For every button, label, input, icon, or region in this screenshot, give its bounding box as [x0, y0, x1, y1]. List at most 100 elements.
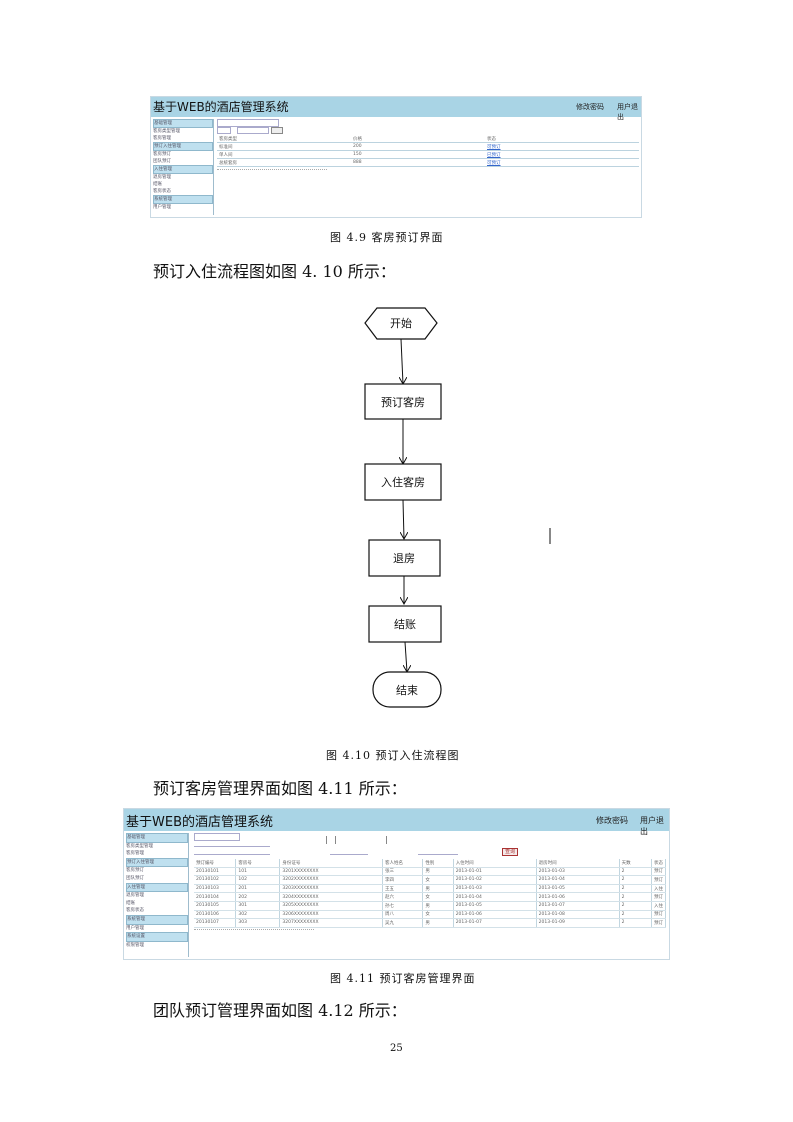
- room-no-field[interactable]: [194, 848, 270, 855]
- table-row[interactable]: 20130105 301 3205XXXXXXXX 孙七 男 2013-01-0…: [194, 901, 666, 911]
- search-button[interactable]: [271, 127, 283, 134]
- main-panel: 查询 预订编号 客房号 身份证号 客人姓名 性别 入住时间 退房时间 天数 状态…: [194, 833, 666, 955]
- table-cell: 张三: [382, 867, 424, 877]
- filter-select[interactable]: [217, 127, 231, 134]
- sidebar-item[interactable]: 用户管理: [153, 205, 171, 210]
- table-row[interactable]: 20130107 303 3207XXXXXXXX 吴九 男 2013-01-0…: [194, 918, 666, 928]
- table-cell: 2013-01-08: [536, 910, 620, 920]
- sidebar-item[interactable]: 权限管理: [126, 942, 144, 948]
- date-picker[interactable]: [326, 836, 336, 844]
- query-button[interactable]: 查询: [502, 848, 518, 856]
- table-cell: 202: [235, 892, 281, 902]
- pager[interactable]: [194, 929, 314, 933]
- sidebar-group[interactable]: 入住管理: [126, 882, 188, 893]
- table-cell: 男: [422, 867, 454, 877]
- sidebar: 基础管理 客房类型管理 客房管理 预订入住管理 客房预订 团队预订 入住管理 退…: [126, 833, 189, 957]
- table-cell: 2013-01-04: [453, 892, 537, 902]
- table-row[interactable]: 20130106 302 3206XXXXXXXX 周八 女 2013-01-0…: [194, 910, 666, 920]
- sidebar-item[interactable]: 客房管理: [126, 851, 144, 857]
- change-password-link[interactable]: 修改密码: [576, 103, 604, 111]
- book-link[interactable]: 可预订: [485, 158, 639, 167]
- sidebar-group[interactable]: 基础管理: [126, 833, 188, 843]
- page-number: 25: [390, 1043, 403, 1054]
- table-cell: 101: [235, 867, 281, 877]
- table-row[interactable]: 20130102 102 3202XXXXXXXX 李四 女 2013-01-0…: [194, 875, 666, 885]
- breadcrumb-box: [217, 119, 279, 127]
- sidebar-item[interactable]: 退房管理: [153, 175, 171, 180]
- table-cell: 20130102: [194, 875, 237, 885]
- intro-figure-4-11: 预订客房管理界面如图 4.11 所示：: [153, 779, 407, 798]
- sidebar-item[interactable]: 客房类型管理: [153, 129, 180, 134]
- change-password-link[interactable]: 修改密码: [596, 816, 628, 825]
- table-cell: 女: [422, 910, 454, 920]
- sidebar-item[interactable]: 退房管理: [126, 893, 144, 899]
- sidebar-group[interactable]: 入住管理: [153, 165, 213, 174]
- sidebar-item[interactable]: 客房状态: [126, 908, 144, 914]
- sidebar-item[interactable]: 客房状态: [153, 189, 171, 194]
- table-cell: 入住时间: [453, 859, 537, 868]
- table-cell: 20130103: [194, 884, 237, 894]
- sidebar-item[interactable]: 客房预订: [153, 152, 171, 157]
- table-cell: 2: [619, 867, 653, 877]
- app-header: 基于WEB的酒店管理系统 修改密码 用户退出: [151, 97, 641, 121]
- book-link[interactable]: 已预订: [485, 150, 639, 159]
- checkin-node: [364, 463, 442, 501]
- intro-figure-4-10: 预订入住流程图如图 4. 10 所示：: [153, 262, 396, 281]
- table-row: 标准间 200 可预订: [217, 142, 639, 151]
- table-row[interactable]: 20130103 201 3203XXXXXXXX 王五 男 2013-01-0…: [194, 884, 666, 894]
- sidebar: 基础管理 客房类型管理 客房管理 预订入住管理 客房预订 团队预订 入住管理 退…: [153, 119, 214, 215]
- logout-link[interactable]: 用户退出: [640, 816, 664, 836]
- sidebar-item[interactable]: 客房管理: [153, 136, 171, 141]
- date-from-field[interactable]: [330, 848, 368, 855]
- sidebar-item[interactable]: 结账: [126, 900, 135, 906]
- sidebar-group[interactable]: 基础管理: [153, 119, 213, 128]
- table-cell: 预订: [651, 875, 666, 885]
- book-link[interactable]: 可预订: [485, 142, 639, 151]
- divider: [386, 836, 387, 844]
- sidebar-group[interactable]: 系统管理: [126, 914, 188, 925]
- table-cell: 女: [422, 875, 454, 885]
- logout-link[interactable]: 用户退出: [617, 103, 638, 121]
- sidebar-group[interactable]: 预订入住管理: [126, 857, 188, 868]
- table-cell: 2: [619, 875, 653, 885]
- table-row[interactable]: 20130104 202 3204XXXXXXXX 赵六 女 2013-01-0…: [194, 892, 666, 902]
- table-cell: 退房时间: [536, 859, 620, 868]
- date-to-field[interactable]: [418, 848, 458, 855]
- filter-input[interactable]: [237, 127, 269, 134]
- table-row[interactable]: 20130101 101 3201XXXXXXXX 张三 男 2013-01-0…: [194, 867, 666, 877]
- table-cell: 2013-01-06: [536, 892, 620, 902]
- sidebar-item[interactable]: 客房预订: [126, 868, 144, 874]
- sidebar-group[interactable]: 系统设置: [126, 932, 188, 942]
- sidebar-group[interactable]: 系统管理: [153, 195, 213, 204]
- table-cell: 3205XXXXXXXX: [279, 901, 384, 911]
- sidebar-group[interactable]: 预订入住管理: [153, 142, 213, 151]
- sidebar-item[interactable]: 结账: [153, 182, 162, 187]
- table-cell: 2013-01-03: [536, 867, 620, 877]
- sidebar-item[interactable]: 用户管理: [126, 925, 144, 931]
- table-cell: 入住: [651, 884, 666, 894]
- sidebar-item[interactable]: 团队预订: [126, 875, 144, 881]
- room-table: 客房类型 价格 状态 标准间 200 可预订 单人间 150 已预订 总统套房 …: [217, 135, 639, 167]
- table-cell: 状态: [485, 135, 639, 143]
- table-cell: 2: [619, 901, 653, 911]
- table-cell: 2013-01-06: [453, 910, 537, 920]
- table-cell: 2013-01-01: [453, 867, 537, 877]
- table-cell: 2013-01-03: [453, 884, 537, 894]
- reservation-table: 预订编号 客房号 身份证号 客人姓名 性别 入住时间 退房时间 天数 状态 20…: [194, 859, 666, 928]
- figure-4-11-caption: 图 4.11 预订客房管理界面: [330, 972, 476, 985]
- table-cell: 201: [235, 884, 281, 894]
- checkout-node: [368, 539, 441, 577]
- sidebar-item[interactable]: 团队预订: [153, 159, 171, 164]
- table-cell: 入住: [651, 901, 666, 911]
- table-header-row: 预订编号 客房号 身份证号 客人姓名 性别 入住时间 退房时间 天数 状态: [194, 859, 666, 868]
- table-cell: 301: [235, 901, 281, 911]
- pager[interactable]: [217, 169, 327, 173]
- table-cell: 价格: [351, 135, 485, 143]
- table-cell: 男: [422, 884, 454, 894]
- table-cell: 周八: [382, 910, 424, 920]
- table-cell: 王五: [382, 884, 424, 894]
- booking-no-field[interactable]: [194, 841, 270, 847]
- table-cell: 吴九: [382, 918, 424, 928]
- sidebar-item[interactable]: 客房类型管理: [126, 843, 153, 849]
- arrow: [401, 338, 403, 384]
